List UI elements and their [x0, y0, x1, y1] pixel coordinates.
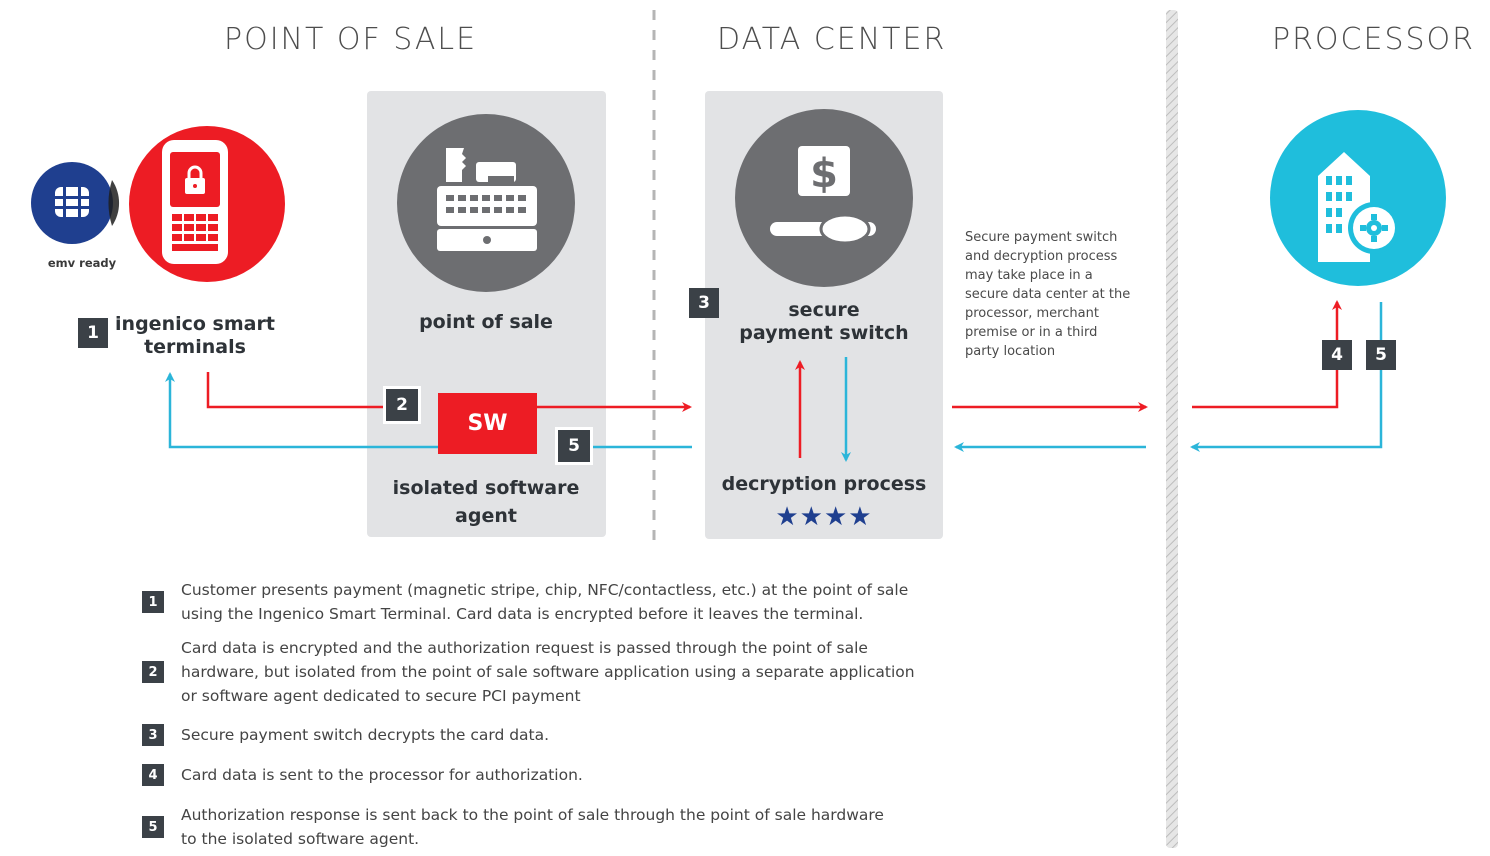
step-number: 4 [142, 764, 164, 786]
step-number: 1 [142, 591, 164, 613]
pos-label: point of sale [419, 311, 553, 333]
flow-red-terminal [206, 372, 384, 409]
step-1: 1 Customer presents payment (magnetic st… [142, 578, 908, 626]
badge-step-2: 2 [383, 386, 421, 424]
badge-step-5-processor: 5 [1366, 340, 1396, 370]
terminal-label: ingenico smart terminals [115, 313, 275, 358]
badge-step-3: 3 [689, 288, 719, 318]
flow-blue-processor [1190, 302, 1383, 452]
step-text: Card data is sent to the processor for a… [181, 766, 583, 784]
badge-step-1: 1 [78, 318, 108, 348]
data-center-note: Secure payment switch and decryption pro… [965, 230, 1131, 359]
hatched-separator [1166, 10, 1178, 848]
badge-step-5-pos: 5 [555, 427, 593, 465]
step-2: 2 Card data is encrypted and the authori… [142, 636, 915, 708]
step-number: 3 [142, 724, 164, 746]
zone-title-data-center: DATA CENTER [717, 22, 947, 57]
zone-title-point-of-sale: POINT OF SALE [224, 22, 478, 57]
flow-blue-to-terminal [165, 372, 438, 449]
software-agent-label: isolated software agent [392, 477, 580, 527]
cash-register-icon [437, 148, 537, 251]
payment-terminal-icon [162, 140, 228, 264]
svg-text:$: $ [810, 151, 838, 197]
emv-label: emv ready [47, 256, 117, 270]
step-5: 5 Authorization response is sent back to… [142, 803, 884, 851]
flow-red-to-processor [1192, 300, 1342, 409]
emv-chip-icon [55, 187, 89, 217]
badge-step-4: 4 [1322, 340, 1352, 370]
building-gear-icon [1318, 152, 1400, 262]
step-text: Customer presents payment (magnetic stri… [181, 581, 909, 623]
step-number: 5 [142, 816, 164, 838]
dollar-switch-icon: $ [770, 146, 876, 245]
switch-circle [735, 109, 913, 287]
step-text: Secure payment switch decrypts the card … [181, 726, 550, 744]
step-4: 4 Card data is sent to the processor for… [142, 763, 583, 787]
step-3: 3 Secure payment switch decrypts the car… [142, 723, 549, 747]
step-text: Authorization response is sent back to t… [181, 806, 884, 848]
software-agent-box: SW [438, 393, 537, 454]
decryption-label: decryption process [721, 473, 927, 495]
step-text: Card data is encrypted and the authoriza… [181, 639, 915, 705]
switch-label: secure payment switch [739, 299, 909, 344]
step-number: 2 [142, 661, 164, 683]
masked-data-stars: ★★★★ [775, 502, 873, 532]
zone-title-processor: PROCESSOR [1272, 22, 1475, 57]
